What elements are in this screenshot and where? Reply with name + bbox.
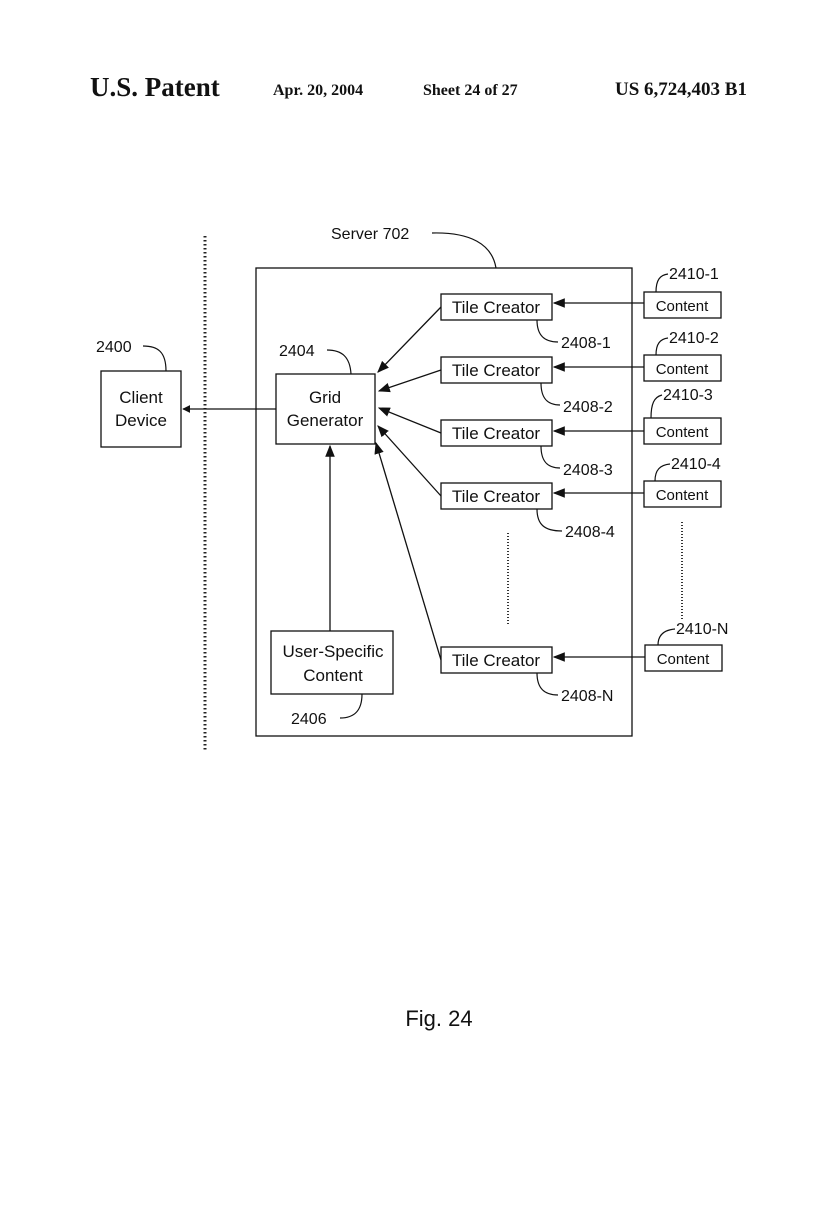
user-specific-content-label-line2: Content xyxy=(303,666,363,685)
content-1-label: Content xyxy=(656,298,709,315)
tile-creator-1-ref: 2408-1 xyxy=(561,335,611,352)
client-device-box xyxy=(100,370,182,448)
content-2-leader xyxy=(655,337,669,356)
tile-creator-3: Tile Creator xyxy=(440,419,553,447)
content-n-leader xyxy=(657,628,676,646)
grid-generator-label-line1: Grid xyxy=(309,388,341,407)
tile-creator-2-ref: 2408-2 xyxy=(563,399,613,416)
content-3-ref: 2410-3 xyxy=(663,387,713,404)
tile-creator-2-leader xyxy=(540,382,561,406)
content-1: Content xyxy=(643,291,722,319)
tile-n-to-grid-arrow xyxy=(374,441,442,661)
tile-creator-4-leader xyxy=(536,508,563,532)
client-device-label-line2: Device xyxy=(115,411,167,430)
client-device-leader xyxy=(142,345,167,372)
server-box xyxy=(255,267,633,737)
tile-creator-n-ref: 2408-N xyxy=(561,688,613,705)
user-specific-content-label-line1: User-Specific xyxy=(282,642,384,661)
content-n-label: Content xyxy=(657,651,710,668)
tile-creator-4-label: Tile Creator xyxy=(452,487,541,506)
user-specific-content-ref: 2406 xyxy=(291,711,327,728)
user-specific-content-leader xyxy=(339,693,363,719)
figure-caption: Fig. 24 xyxy=(405,1006,472,1031)
content-n: Content xyxy=(644,644,723,672)
content-n-ref: 2410-N xyxy=(676,621,728,638)
content-4-leader xyxy=(654,463,671,482)
tile-creator-2-label: Tile Creator xyxy=(452,361,541,380)
tile-creator-1-label: Tile Creator xyxy=(452,298,541,317)
content-4-ref: 2410-4 xyxy=(671,456,721,473)
tile-creator-3-ref: 2408-3 xyxy=(563,462,613,479)
content-3: Content xyxy=(643,417,722,445)
user-specific-content-box xyxy=(270,630,394,695)
tile-creator-n-leader xyxy=(536,672,559,696)
content-4: Content xyxy=(643,480,722,508)
tile-creator-3-leader xyxy=(540,445,561,469)
tile-creator-3-label: Tile Creator xyxy=(452,424,541,443)
tile-2-to-grid-arrow xyxy=(377,369,442,393)
tile-creator-4: Tile Creator xyxy=(440,482,553,510)
tile-creator-1-leader xyxy=(536,319,559,343)
tile-creator-2: Tile Creator xyxy=(440,356,553,384)
tile-1-to-grid-arrow xyxy=(377,306,442,373)
content-3-leader xyxy=(650,394,663,419)
content-2: Content xyxy=(643,354,722,382)
grid-generator-leader xyxy=(326,349,352,375)
content-3-label: Content xyxy=(656,424,709,441)
tile-3-to-grid-arrow xyxy=(377,407,442,434)
client-device-label-line1: Client xyxy=(119,388,163,407)
client-device-ref: 2400 xyxy=(96,339,132,356)
sheet-number: Sheet 24 of 27 xyxy=(423,82,518,99)
patent-date: Apr. 20, 2004 xyxy=(273,82,364,99)
grid-generator-ref: 2404 xyxy=(279,343,315,360)
content-1-leader xyxy=(655,273,669,293)
patent-title: U.S. Patent xyxy=(90,72,220,102)
content-2-label: Content xyxy=(656,361,709,378)
grid-generator-box xyxy=(275,373,376,445)
tile-creator-n-label: Tile Creator xyxy=(452,651,541,670)
server-leader xyxy=(431,232,497,269)
tile-creator-1: Tile Creator xyxy=(440,293,553,321)
tile-creator-n: Tile Creator xyxy=(440,646,553,674)
content-2-ref: 2410-2 xyxy=(669,330,719,347)
patent-number: US 6,724,403 B1 xyxy=(615,79,747,100)
grid-generator-label-line2: Generator xyxy=(287,411,364,430)
tile-creator-4-ref: 2408-4 xyxy=(565,524,615,541)
content-1-ref: 2410-1 xyxy=(669,266,719,283)
tile-4-to-grid-arrow xyxy=(377,425,442,497)
server-label: Server 702 xyxy=(331,226,409,243)
content-4-label: Content xyxy=(656,487,709,504)
